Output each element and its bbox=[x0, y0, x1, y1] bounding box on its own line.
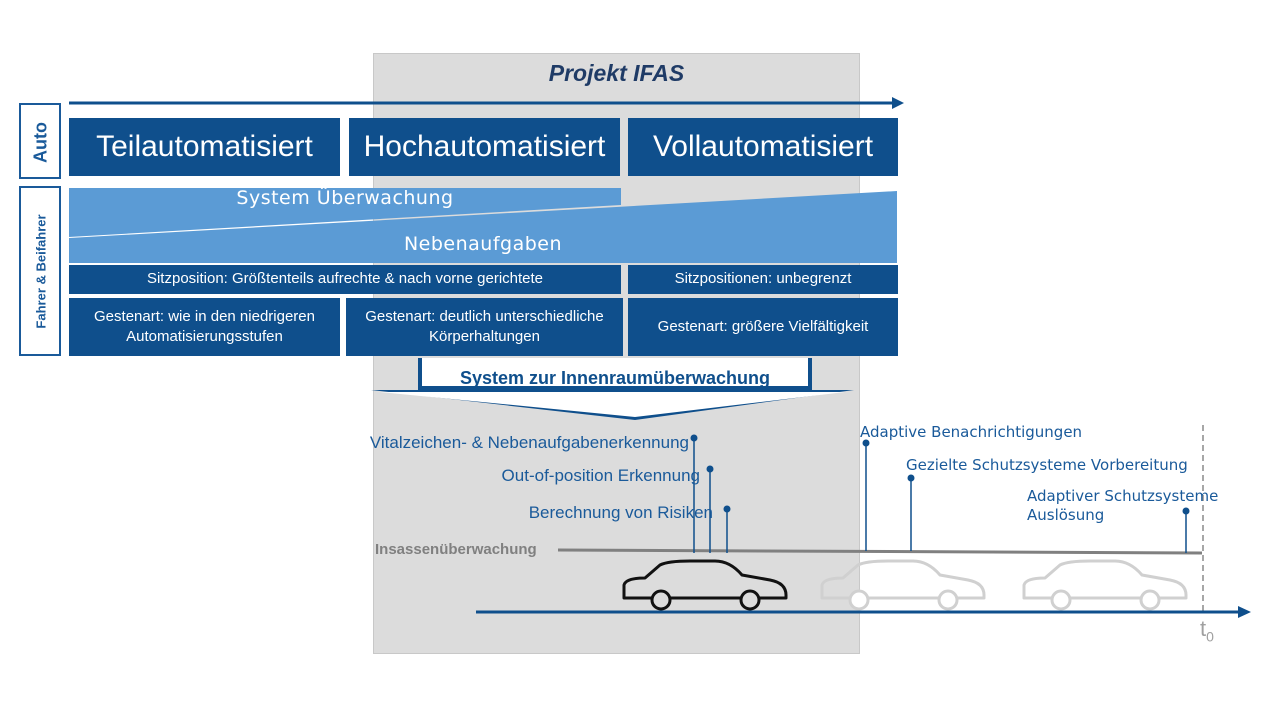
side-tab-auto: Auto bbox=[19, 103, 61, 179]
label-ausloesung: Auslösung bbox=[1027, 506, 1105, 524]
system-wedge bbox=[69, 188, 621, 237]
baseline-label: Insassenüberwachung bbox=[375, 541, 537, 558]
funnel-inner bbox=[422, 358, 808, 386]
level-hochautomatisiert: Hochautomatisiert bbox=[349, 118, 620, 176]
progress-arrow-head bbox=[892, 97, 904, 109]
nebenaufgaben-wedge bbox=[69, 191, 897, 263]
level-vollautomatisiert: Vollautomatisiert bbox=[628, 118, 898, 176]
gestenart-hoch: Gestenart: deutlich unterschiedliche Kör… bbox=[346, 298, 623, 356]
label-schutzsysteme: Adaptiver Schutzsysteme bbox=[1027, 487, 1219, 505]
car-icon-future-1 bbox=[820, 559, 986, 611]
label-risiken: Berechnung von Risiken bbox=[528, 503, 713, 522]
funnel-label: System zur Innenraumüberwachung bbox=[459, 368, 771, 388]
t0-sub: 0 bbox=[1206, 628, 1214, 645]
marker-risk-dot bbox=[723, 505, 731, 513]
side-tab-fahrer: Fahrer & Beifahrer bbox=[19, 186, 61, 356]
gestenart-teil: Gestenart: wie in den niedrigeren Automa… bbox=[69, 298, 340, 356]
sitzposition-right: Sitzpositionen: unbegrenzt bbox=[628, 265, 898, 294]
car-icon-current bbox=[622, 559, 788, 611]
level-teilautomatisiert: Teilautomatisiert bbox=[69, 118, 340, 176]
t0-label: t0 bbox=[1200, 616, 1214, 644]
marker-ausl-dot bbox=[1182, 507, 1190, 515]
gestenart-voll: Gestenart: größere Vielfältigkeit bbox=[628, 298, 898, 356]
marker-benach-dot bbox=[862, 439, 870, 447]
baseline-line bbox=[557, 548, 1203, 555]
car-icon-future-2 bbox=[1022, 559, 1188, 611]
side-label-auto: Auto bbox=[30, 122, 51, 163]
project-title: Projekt IFAS bbox=[548, 60, 685, 86]
system-wedge-label: System Überwachung bbox=[236, 187, 454, 209]
sitzposition-left: Sitzposition: Größtenteils aufrechte & n… bbox=[69, 265, 621, 294]
time-arrow-head bbox=[1238, 606, 1251, 618]
side-label-fahrer: Fahrer & Beifahrer bbox=[33, 214, 49, 329]
nebenaufgaben-wedge-label: Nebenaufgaben bbox=[403, 233, 563, 255]
t0-main: t bbox=[1200, 616, 1207, 641]
marker-oop-dot bbox=[706, 465, 714, 473]
funnel-inner-tip bbox=[380, 392, 845, 417]
label-benachrichtigungen: Adaptive Benachrichtigungen bbox=[860, 423, 1083, 441]
label-vitalzeichen: Vitalzeichen- & Nebenaufgabenerkennung bbox=[369, 433, 689, 452]
label-out-of-position: Out-of-position Erkennung bbox=[501, 466, 700, 485]
marker-vorber-dot bbox=[907, 474, 915, 482]
label-vorbereitung: Gezielte Schutzsysteme Vorbereitung bbox=[906, 456, 1188, 474]
marker-vital-dot bbox=[690, 434, 698, 442]
